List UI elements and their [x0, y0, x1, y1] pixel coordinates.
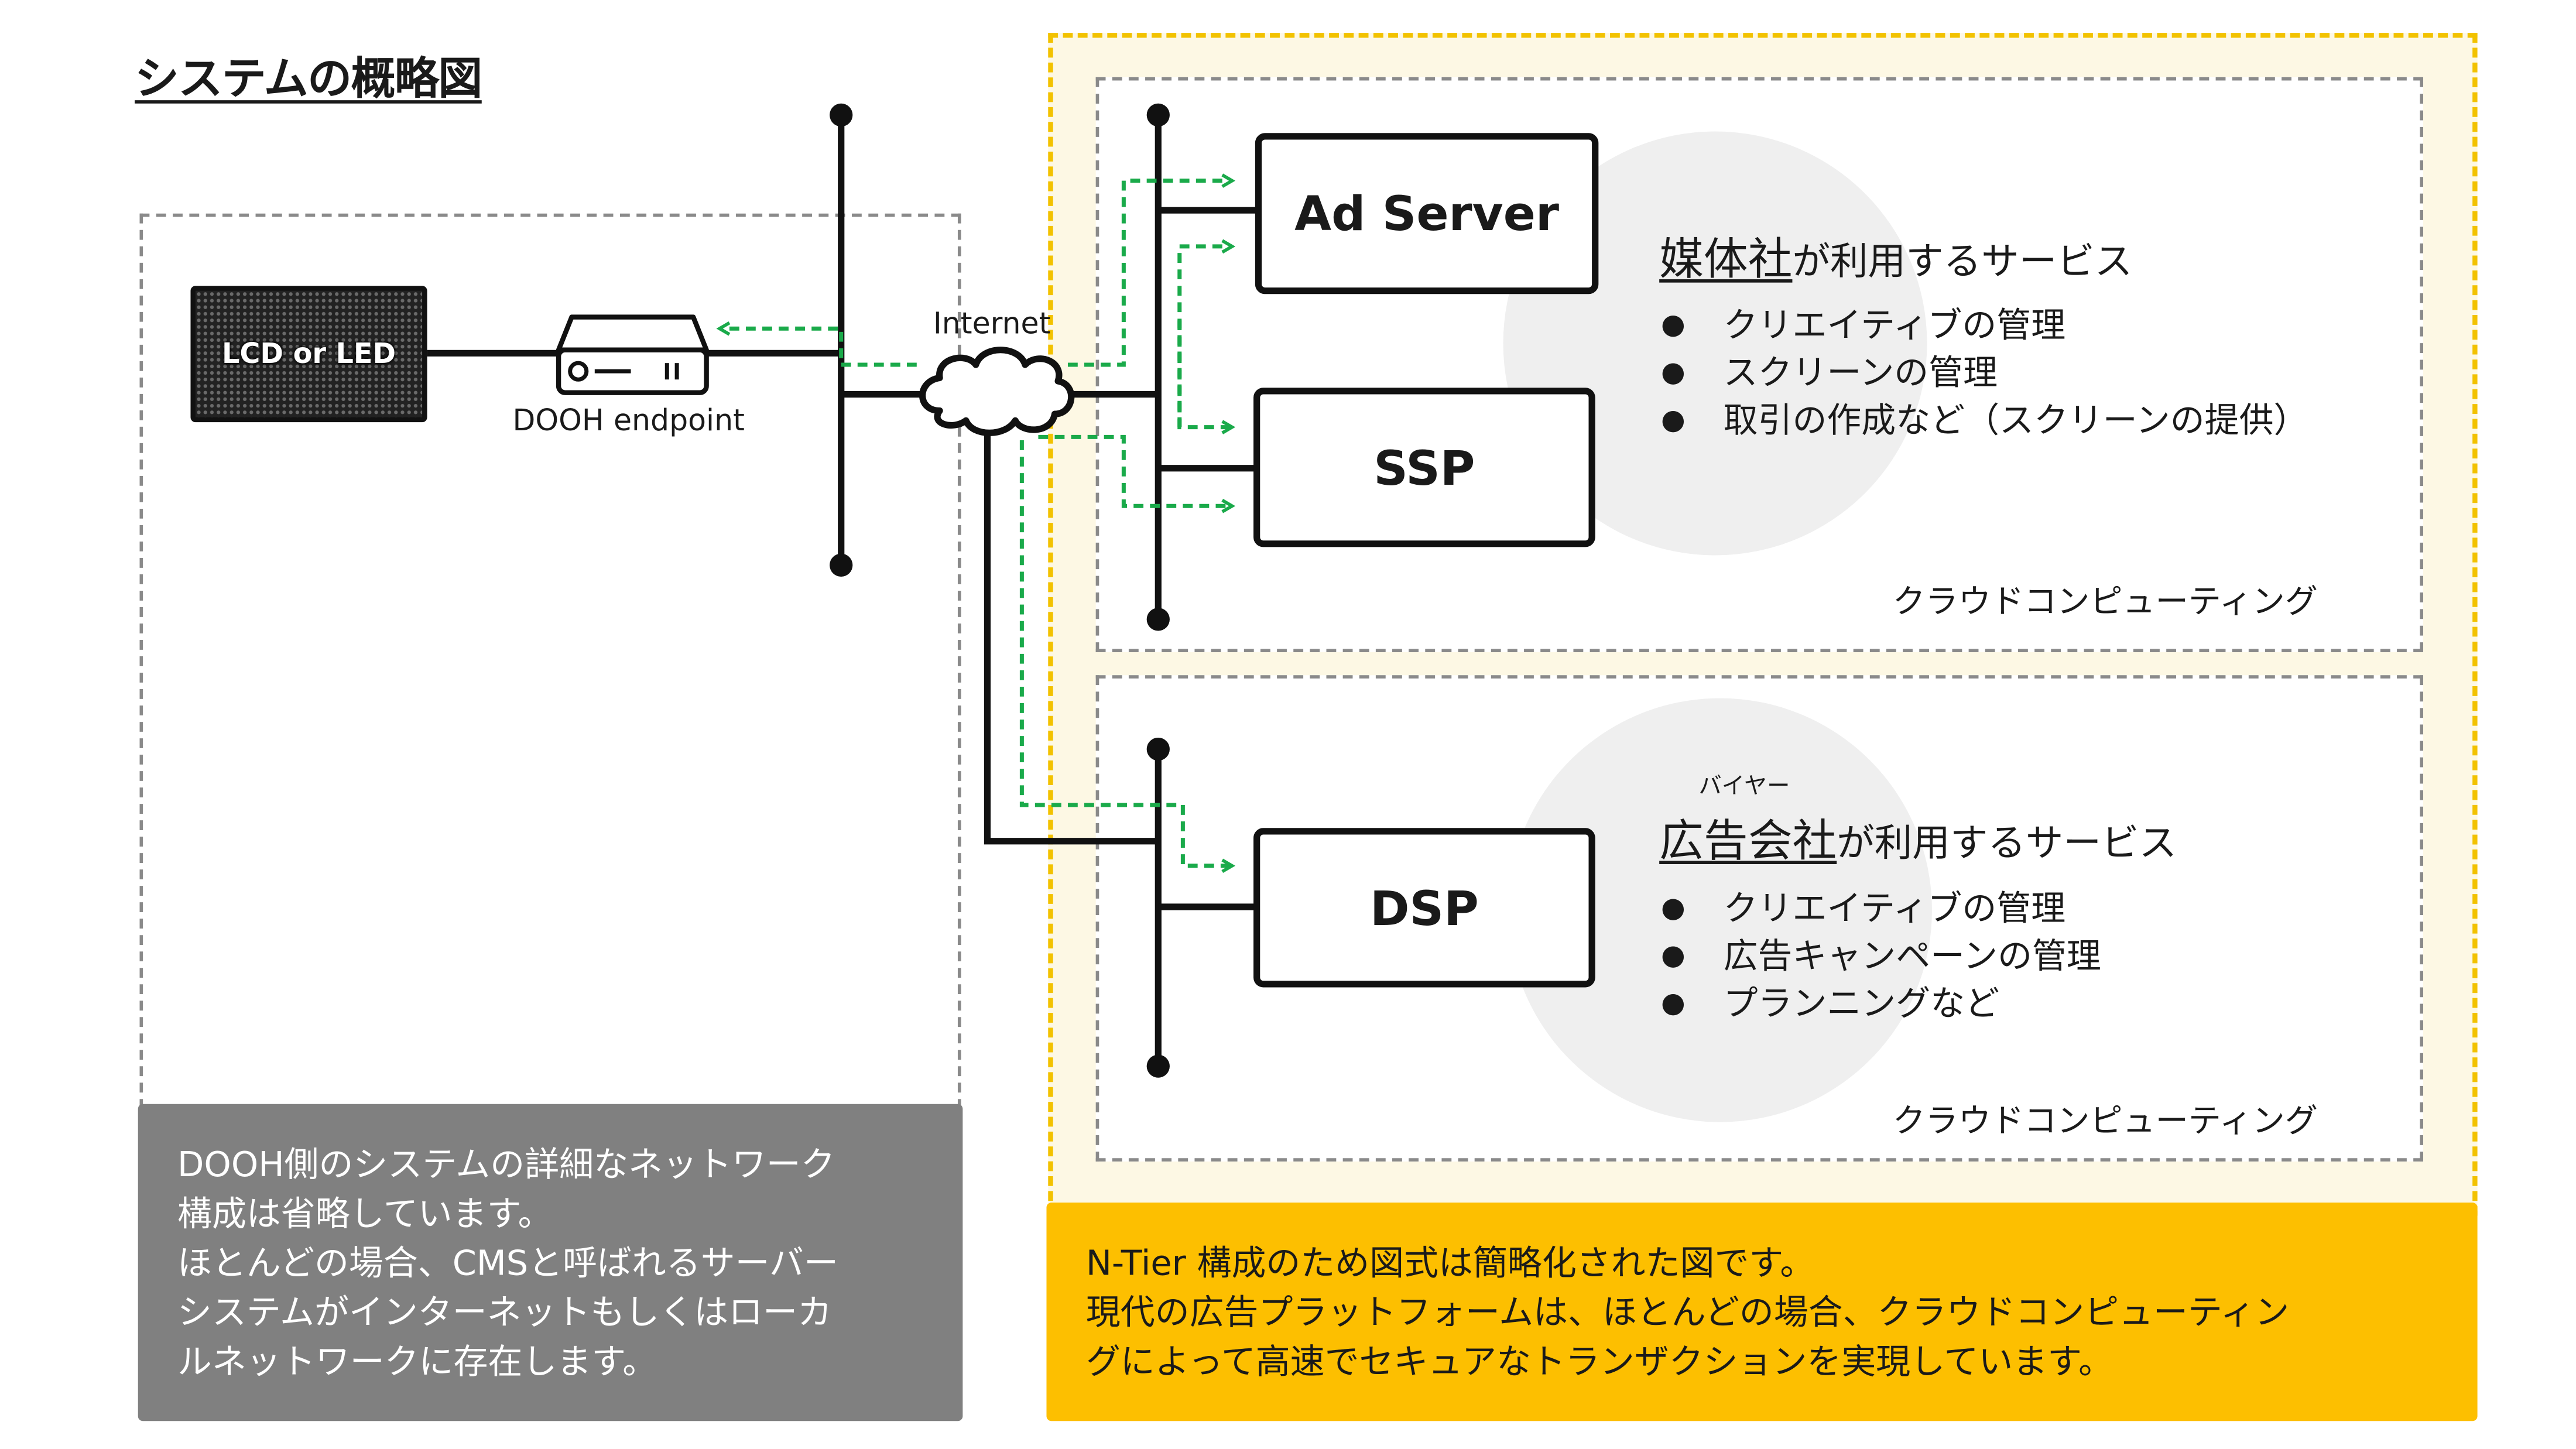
list-item: スクリーンの管理: [1661, 350, 2308, 398]
ssp-label: SSP: [1373, 439, 1475, 496]
ntier-note-line: 現代の広告プラットフォームは、ほとんどの場合、クラウドコンピューティン: [1085, 1293, 2290, 1332]
publisher-services-list: クリエイティブの管理 スクリーンの管理 取引の作成など（スクリーンの提供）: [1661, 302, 2308, 445]
flow-to-ad-server-arrow-2: [1177, 239, 1236, 427]
ntier-note-line: グによって高速でセキュアなトランザクションを実現しています。: [1085, 1342, 2113, 1382]
dooh-note-line: ルネットワークに存在します。: [177, 1342, 657, 1382]
list-item: クリエイティブの管理: [1661, 885, 2101, 933]
list-item: 広告キャンペーンの管理: [1661, 933, 2101, 981]
dsp-box: DSP: [1253, 828, 1595, 988]
dooh-note-line: システムがインターネットもしくはローカ: [177, 1293, 832, 1332]
internet-advertiser-link: [984, 430, 1159, 845]
dooh-note-line: DOOH側のシステムの詳細なネットワーク: [177, 1145, 835, 1185]
dooh-note-line: ほとんどの場合、CMSと呼ばれるサーバー: [177, 1244, 838, 1283]
flow-to-ssp-arrow-1: [1177, 320, 1236, 434]
ad-server-label: Ad Server: [1294, 186, 1560, 242]
publisher-bus-line: [1146, 103, 1170, 631]
advertiser-services-title: 広告会社が利用するサービス: [1659, 805, 2177, 869]
advertiser-name: 広告会社: [1659, 816, 1837, 868]
list-item: 取引の作成など（スクリーンの提供）: [1661, 398, 2308, 445]
flow-to-dsp-arrow: [1019, 440, 1236, 873]
dooh-endpoint-label: DOOH endpoint: [512, 404, 745, 439]
publisher-name: 媒体社: [1659, 235, 1793, 286]
dooh-note-line: 構成は省略しています。: [177, 1194, 553, 1234]
dooh-endpoint-icon: [556, 314, 709, 395]
advertiser-cloud-label: クラウドコンピューティング: [1892, 1101, 2318, 1140]
advertiser-services-suffix: が利用するサービス: [1837, 823, 2177, 866]
publisher-services-title: 媒体社が利用するサービス: [1659, 224, 2132, 287]
lcd-display-label: LCD or LED: [221, 337, 396, 371]
lcd-display: LCD or LED: [190, 286, 427, 423]
ad-server-box: Ad Server: [1255, 133, 1599, 294]
page-title: システムの概略図: [135, 54, 482, 105]
list-item: クリエイティブの管理: [1661, 302, 2308, 350]
flow-to-endpoint-arrow: [716, 321, 917, 367]
internet-label: Internet: [933, 307, 1051, 342]
publisher-cloud-label: クラウドコンピューティング: [1892, 581, 2318, 621]
ssp-box: SSP: [1253, 388, 1595, 547]
list-item: プランニングなど: [1661, 981, 2101, 1028]
ntier-note-line: N-Tier 構成のため図式は簡略化された図です。: [1085, 1244, 1815, 1283]
dsp-label: DSP: [1369, 879, 1479, 936]
publisher-services-suffix: が利用するサービス: [1792, 241, 2133, 285]
advertiser-services-list: クリエイティブの管理 広告キャンペーンの管理 プランニングなど: [1661, 885, 2101, 1028]
ntier-note: N-Tier 構成のため図式は簡略化された図です。 現代の広告プラットフォームは…: [1046, 1203, 2478, 1421]
internet-cloud-icon: [919, 347, 1075, 436]
flow-to-ssp-arrow-2: [1038, 434, 1236, 513]
advertiser-ruby: バイヤー: [1698, 773, 1790, 800]
dooh-note: DOOH側のシステムの詳細なネットワーク 構成は省略しています。 ほとんどの場合…: [138, 1104, 963, 1421]
